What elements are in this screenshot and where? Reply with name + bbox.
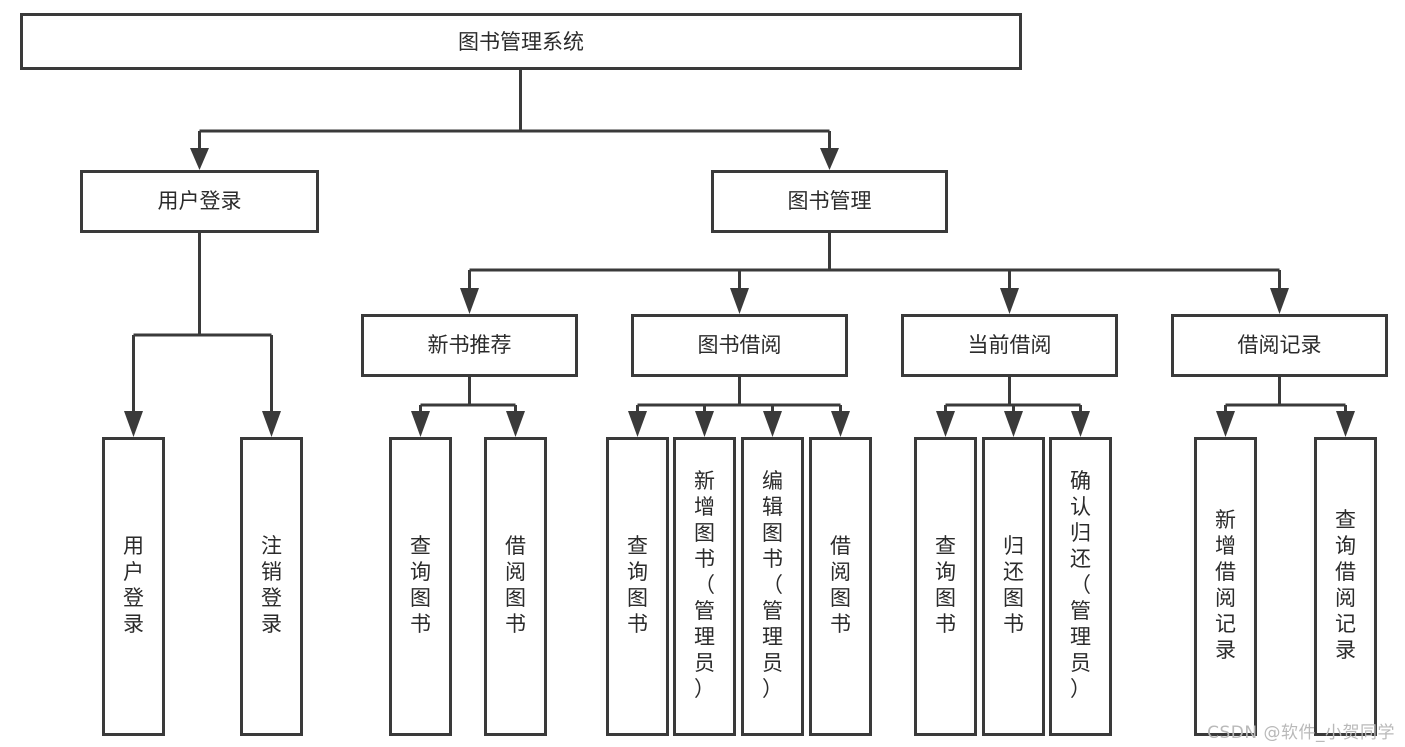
leaf-node-user-login-1[interactable]: 注销登录 — [240, 437, 303, 736]
arrow-icon-user-login-leaf-0 — [124, 411, 143, 437]
leaf-node-current-borrow-2[interactable]: 确认归还（管理员） — [1049, 437, 1112, 736]
leaf-node-new-book-0[interactable]: 查询图书 — [389, 437, 452, 736]
arrow-icon-book-borrow-leaf-3 — [831, 411, 850, 437]
leaf-node-borrow-record-1-box — [1314, 437, 1377, 736]
node-book-manage[interactable]: 图书管理 — [711, 170, 948, 233]
node-root-system-label: 图书管理系统 — [458, 30, 584, 54]
node-new-book-recommend-label: 新书推荐 — [428, 333, 512, 357]
leaf-node-book-borrow-2[interactable]: 编辑图书（管理员） — [741, 437, 804, 736]
node-new-book-recommend-box — [361, 314, 578, 377]
node-borrow-record[interactable]: 借阅记录 — [1171, 314, 1388, 377]
node-book-borrow-label: 图书借阅 — [698, 333, 782, 357]
leaf-node-new-book-0-box — [389, 437, 452, 736]
leaf-node-borrow-record-0-label: 新增借阅记录 — [1215, 508, 1236, 662]
arrow-icon-new-book-leaf-0 — [411, 411, 430, 437]
arrow-icon-book-borrow-leaf-2 — [763, 411, 782, 437]
arrow-icon-borrow-record-leaf-1 — [1336, 411, 1355, 437]
leaf-node-user-login-0-label: 用户登录 — [123, 534, 144, 636]
leaf-node-book-borrow-0[interactable]: 查询图书 — [606, 437, 669, 736]
leaf-node-current-borrow-0[interactable]: 查询图书 — [914, 437, 977, 736]
arrow-icon-user-login-leaf-1 — [262, 411, 281, 437]
leaf-node-book-borrow-3-box — [809, 437, 872, 736]
node-current-borrow[interactable]: 当前借阅 — [901, 314, 1118, 377]
node-book-manage-label: 图书管理 — [788, 189, 872, 213]
arrow-icon-current-borrow-leaf-1 — [1004, 411, 1023, 437]
node-user-login[interactable]: 用户登录 — [80, 170, 319, 233]
node-root-system-box — [20, 13, 1022, 70]
leaf-node-new-book-1-box — [484, 437, 547, 736]
leaf-node-book-borrow-1-box — [673, 437, 736, 736]
leaf-node-book-borrow-1[interactable]: 新增图书（管理员） — [673, 437, 736, 736]
arrow-icon-to-book-borrow — [730, 288, 749, 314]
leaf-node-user-login-1-box — [240, 437, 303, 736]
leaf-node-current-borrow-2-label: 确认归还（管理员） — [1070, 469, 1091, 701]
arrow-icon-current-borrow-leaf-2 — [1071, 411, 1090, 437]
leaf-node-current-borrow-1-label: 归还图书 — [1003, 534, 1024, 636]
arrow-icon-to-current-borrow — [1000, 288, 1019, 314]
arrow-icon-book-borrow-leaf-0 — [628, 411, 647, 437]
arrow-icon-book-borrow-leaf-1 — [695, 411, 714, 437]
leaf-node-borrow-record-1-label: 查询借阅记录 — [1335, 508, 1356, 662]
leaf-node-borrow-record-1[interactable]: 查询借阅记录 — [1314, 437, 1377, 736]
connector-layer — [124, 69, 1355, 437]
leaf-node-book-borrow-2-box — [741, 437, 804, 736]
node-book-borrow-box — [631, 314, 848, 377]
leaf-node-borrow-record-0[interactable]: 新增借阅记录 — [1194, 437, 1257, 736]
leaf-node-new-book-1[interactable]: 借阅图书 — [484, 437, 547, 736]
leaf-node-current-borrow-0-box — [914, 437, 977, 736]
arrow-icon-to-borrow-record — [1270, 288, 1289, 314]
node-borrow-record-box — [1171, 314, 1388, 377]
node-current-borrow-box — [901, 314, 1118, 377]
leaf-node-book-borrow-0-box — [606, 437, 669, 736]
leaf-node-book-borrow-1-label: 新增图书（管理员） — [694, 469, 715, 701]
arrow-icon-borrow-record-leaf-0 — [1216, 411, 1235, 437]
leaf-node-book-borrow-0-label: 查询图书 — [627, 534, 648, 636]
leaf-node-current-borrow-1[interactable]: 归还图书 — [982, 437, 1045, 736]
leaf-node-book-borrow-3[interactable]: 借阅图书 — [809, 437, 872, 736]
leaf-node-new-book-0-label: 查询图书 — [410, 534, 431, 636]
node-book-manage-box — [711, 170, 948, 233]
node-current-borrow-label: 当前借阅 — [968, 333, 1052, 357]
leaf-node-user-login-0-box — [102, 437, 165, 736]
arrow-icon-to-book-manage — [820, 148, 839, 170]
node-book-borrow[interactable]: 图书借阅 — [631, 314, 848, 377]
node-borrow-record-label: 借阅记录 — [1238, 333, 1322, 357]
leaf-node-user-login-1-label: 注销登录 — [261, 534, 282, 636]
arrow-icon-current-borrow-leaf-0 — [936, 411, 955, 437]
arrow-icon-to-user-login — [190, 148, 209, 170]
arrow-icon-to-new-book-recommend — [460, 288, 479, 314]
node-user-login-label: 用户登录 — [158, 189, 242, 213]
leaf-node-borrow-record-0-box — [1194, 437, 1257, 736]
leaf-node-new-book-1-label: 借阅图书 — [505, 534, 526, 636]
leaf-node-current-borrow-0-label: 查询图书 — [935, 534, 956, 636]
leaf-node-current-borrow-1-box — [982, 437, 1045, 736]
node-new-book-recommend[interactable]: 新书推荐 — [361, 314, 578, 377]
leaf-node-current-borrow-2-box — [1049, 437, 1112, 736]
node-user-login-box — [80, 170, 319, 233]
leaf-node-book-borrow-3-label: 借阅图书 — [830, 534, 851, 636]
node-root-system[interactable]: 图书管理系统 — [20, 13, 1022, 70]
arrow-icon-new-book-leaf-1 — [506, 411, 525, 437]
leaf-node-book-borrow-2-label: 编辑图书（管理员） — [762, 469, 783, 701]
leaf-node-user-login-0[interactable]: 用户登录 — [102, 437, 165, 736]
